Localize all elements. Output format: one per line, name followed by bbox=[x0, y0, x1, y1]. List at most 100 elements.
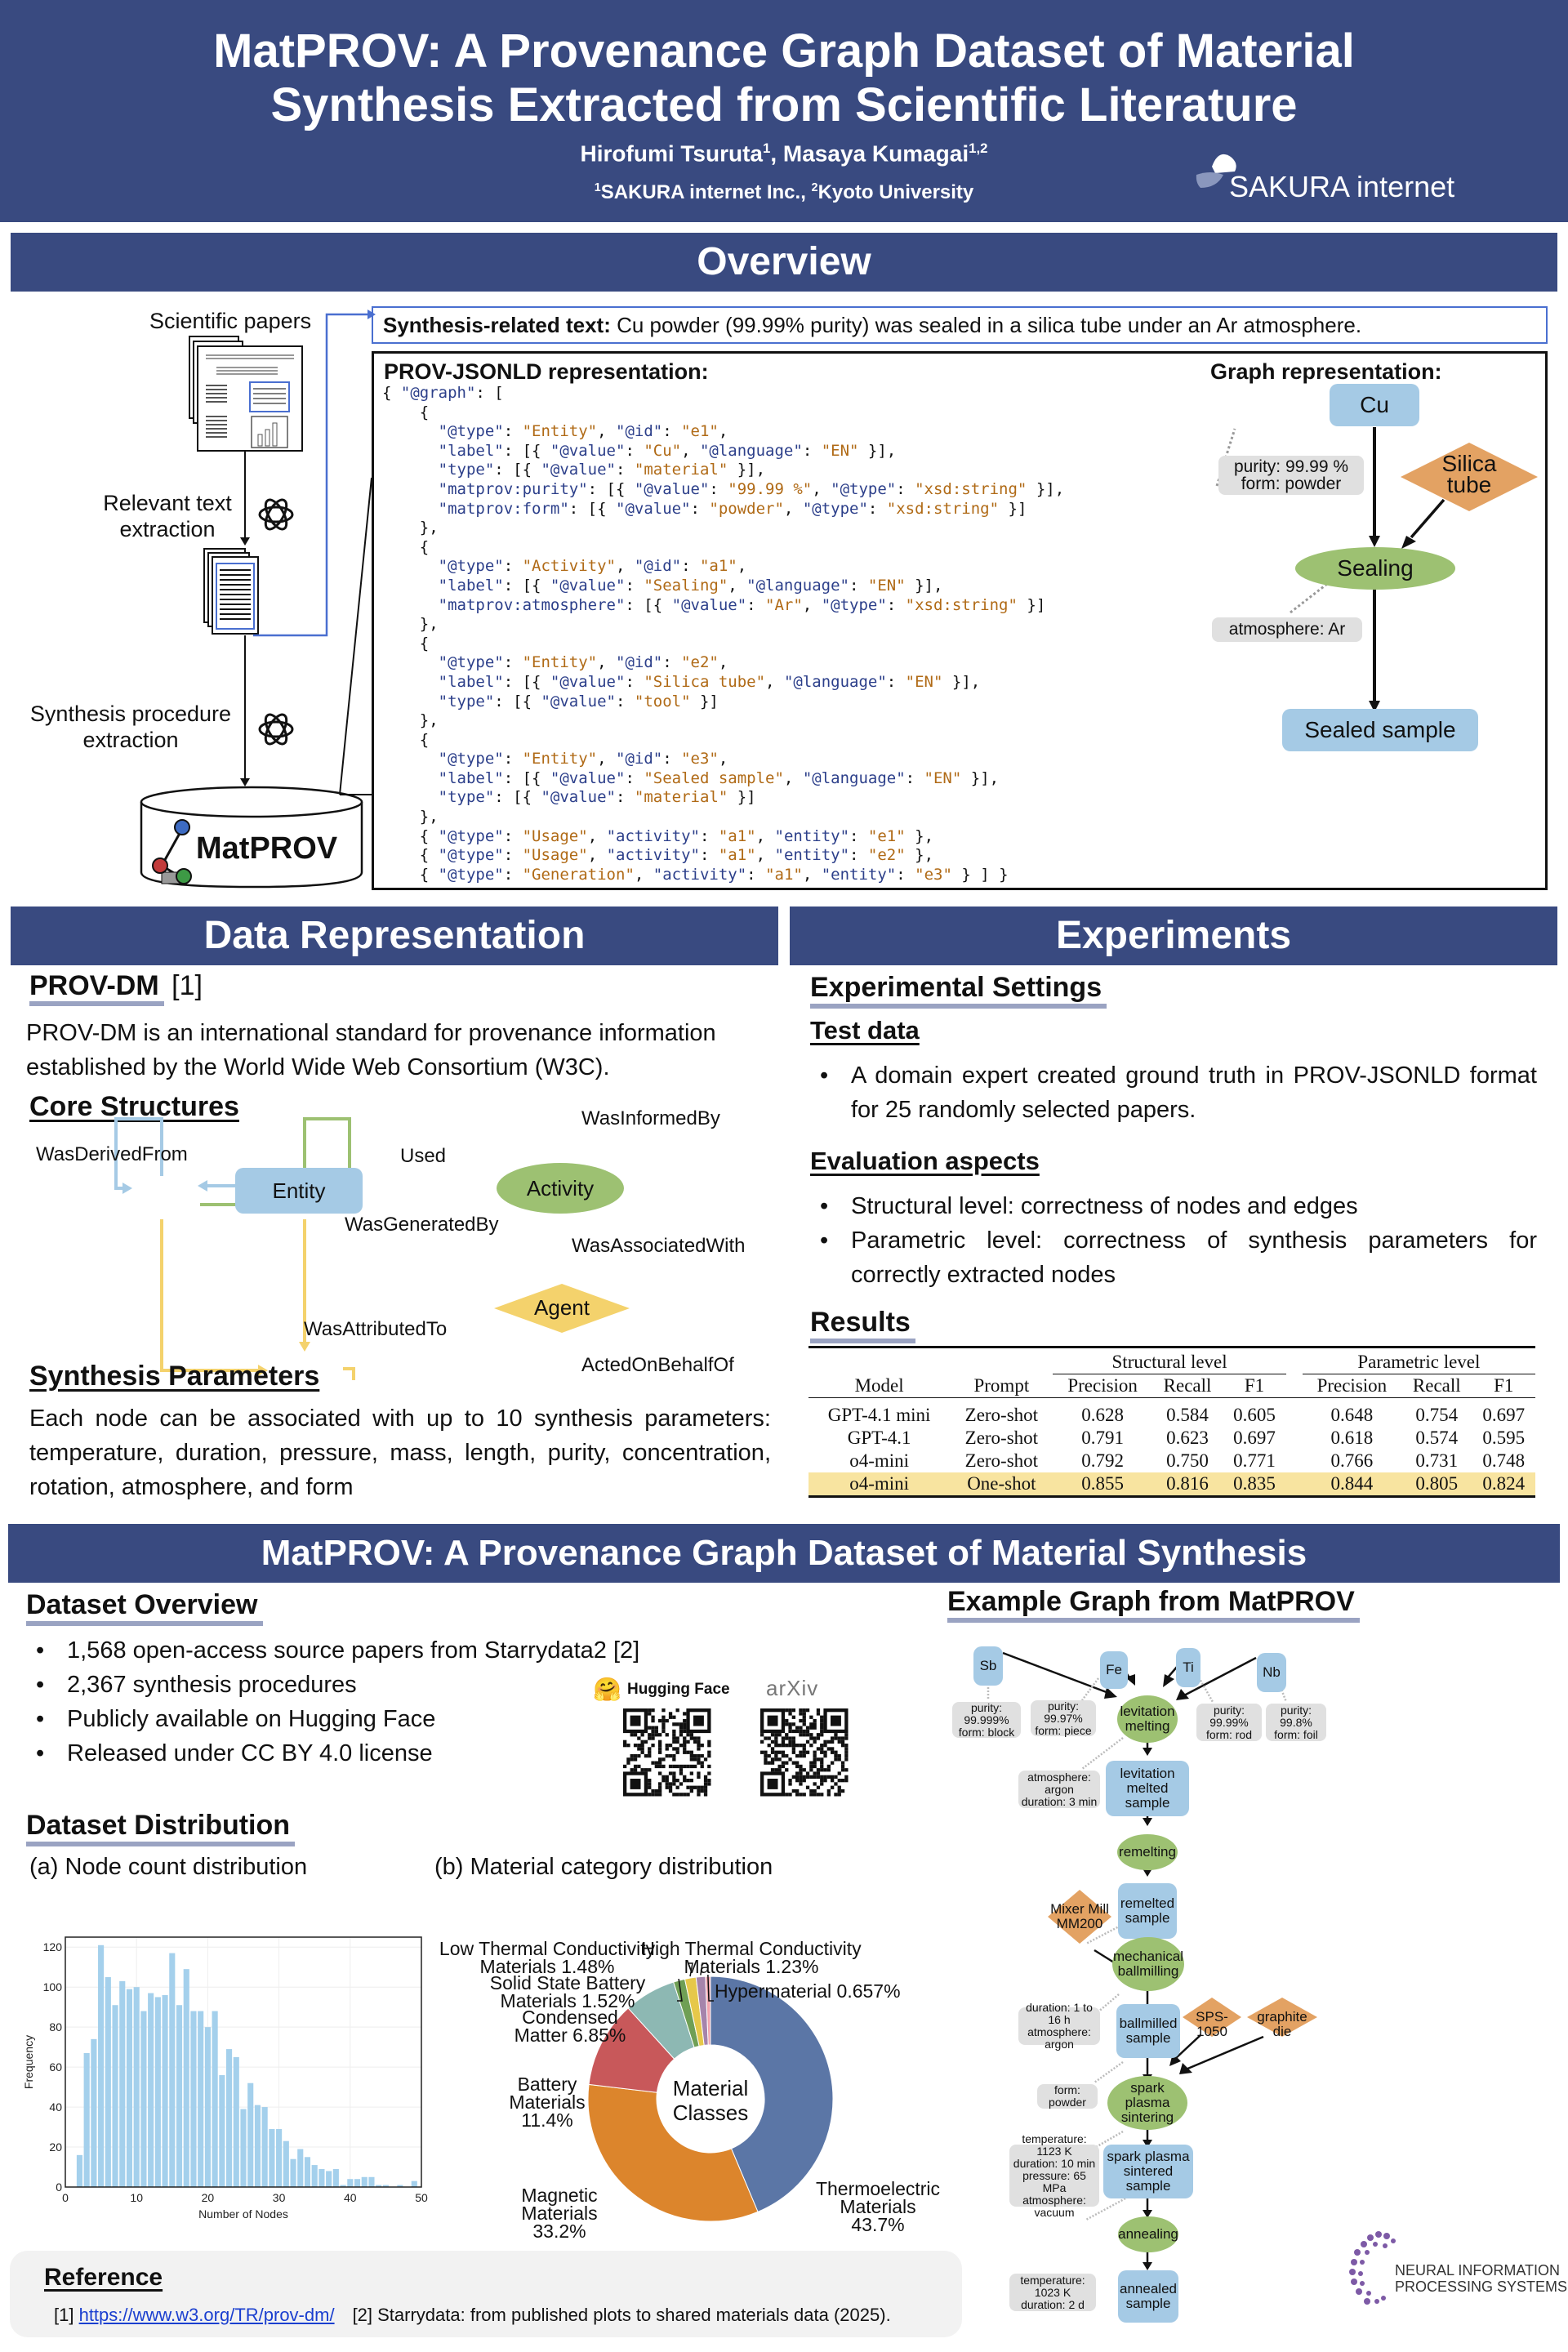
qr-module bbox=[651, 1761, 655, 1765]
node-sb: Sb bbox=[973, 1646, 1003, 1686]
histogram-bar bbox=[204, 2027, 211, 2187]
qr-module bbox=[785, 1722, 789, 1726]
qr-module bbox=[672, 1736, 676, 1740]
qr-module bbox=[683, 1793, 687, 1797]
qr-module bbox=[781, 1740, 786, 1744]
table-cell: 0.771 bbox=[1233, 1450, 1276, 1471]
histogram-bar bbox=[212, 2011, 218, 2187]
histogram-bar bbox=[119, 1980, 126, 2187]
histogram-bar bbox=[126, 1989, 133, 2187]
y-tick-label: 0 bbox=[56, 2180, 62, 2194]
test-data-bullet: A domain expert created ground truth in … bbox=[810, 1058, 1537, 1127]
histogram-bar bbox=[240, 2109, 247, 2187]
qr-module bbox=[658, 1718, 662, 1723]
table-cell: 0.792 bbox=[1081, 1450, 1125, 1471]
qr-module bbox=[640, 1747, 644, 1751]
histogram-bar bbox=[269, 2129, 275, 2187]
qr-module bbox=[683, 1740, 687, 1744]
qr-module bbox=[785, 1768, 789, 1772]
table-cell: One-shot bbox=[950, 1472, 1054, 1497]
node-ti: Ti bbox=[1176, 1648, 1200, 1687]
ref1-link[interactable]: https://www.w3.org/TR/prov-dm/ bbox=[78, 2305, 335, 2325]
qr-module bbox=[662, 1715, 666, 1719]
qr-module bbox=[816, 1768, 821, 1772]
table-cell: 0.748 bbox=[1482, 1450, 1526, 1471]
qr-module bbox=[683, 1775, 687, 1779]
qr-module bbox=[654, 1761, 658, 1765]
author-1: Hirofumi Tsuruta bbox=[580, 140, 763, 167]
qr-module bbox=[802, 1712, 806, 1716]
qr-module bbox=[791, 1775, 795, 1779]
arxiv-qr-code[interactable] bbox=[760, 1708, 849, 1805]
qr-module bbox=[683, 1712, 687, 1716]
qr-module bbox=[675, 1764, 679, 1769]
node-fe: Fe bbox=[1100, 1651, 1128, 1689]
qr-module bbox=[837, 1779, 841, 1783]
qr-module bbox=[668, 1715, 673, 1719]
qr-module bbox=[668, 1785, 673, 1789]
qr-module bbox=[805, 1740, 810, 1744]
qr-module bbox=[703, 1793, 708, 1797]
qr-module bbox=[799, 1779, 803, 1783]
qr-module bbox=[626, 1761, 630, 1765]
qr-module bbox=[658, 1788, 662, 1793]
qr-module bbox=[770, 1740, 775, 1744]
qr-module bbox=[707, 1771, 711, 1775]
histogram-bar bbox=[148, 1993, 154, 2187]
qr-module bbox=[816, 1771, 821, 1775]
qr-module bbox=[831, 1736, 835, 1740]
qr-module bbox=[777, 1744, 782, 1748]
table-cell: o4-mini bbox=[808, 1472, 951, 1497]
qr-module bbox=[767, 1761, 771, 1765]
core-agent-node: Agent bbox=[534, 1295, 590, 1320]
qr-module bbox=[703, 1775, 708, 1779]
provdm-text: PROV-DM is an international standard for… bbox=[26, 1020, 716, 1080]
qr-module bbox=[820, 1768, 824, 1772]
qr-module bbox=[785, 1761, 789, 1765]
qr-module bbox=[816, 1733, 821, 1737]
eval-bullet: Structural level: correctness of nodes a… bbox=[810, 1189, 1537, 1223]
qr-module bbox=[640, 1733, 644, 1737]
qr-module bbox=[665, 1775, 669, 1779]
qr-module bbox=[658, 1761, 662, 1765]
qr-module bbox=[777, 1757, 782, 1762]
qr-module bbox=[672, 1793, 676, 1797]
qr-module bbox=[826, 1764, 831, 1769]
histogram-bar bbox=[332, 2168, 339, 2187]
x-tick-label: 20 bbox=[202, 2191, 215, 2204]
synthesis-parameters-text: Each node can be associated with up to 1… bbox=[29, 1405, 771, 1500]
qr-module bbox=[654, 1729, 658, 1734]
group-structural: Structural level bbox=[1053, 1347, 1286, 1374]
qr-module bbox=[844, 1779, 849, 1783]
qr-module bbox=[654, 1733, 658, 1737]
qr-module bbox=[665, 1744, 669, 1748]
experiments-heading: Experiments bbox=[790, 906, 1557, 965]
histogram-bar bbox=[290, 2158, 296, 2187]
qr-module bbox=[785, 1753, 789, 1758]
qr-module bbox=[662, 1708, 666, 1713]
qr-module bbox=[813, 1782, 817, 1786]
qr-module bbox=[707, 1744, 711, 1748]
leader-line bbox=[677, 1978, 683, 2002]
sakura-logo-text: SAKURA internet bbox=[1229, 170, 1455, 203]
qr-module bbox=[697, 1771, 701, 1775]
qr-module bbox=[651, 1715, 655, 1719]
qr-module bbox=[802, 1750, 806, 1754]
histogram-bar bbox=[254, 2105, 261, 2187]
qr-module bbox=[826, 1793, 831, 1797]
qr-module bbox=[799, 1726, 803, 1730]
hugging-face-qr-code[interactable] bbox=[623, 1708, 713, 1805]
histogram-bar bbox=[283, 2140, 289, 2187]
affiliation-1: SAKURA internet Inc., bbox=[600, 181, 812, 203]
table-cell: 0.628 bbox=[1081, 1405, 1125, 1425]
table-cell: GPT-4.1 mini bbox=[827, 1405, 931, 1425]
qr-module bbox=[799, 1718, 803, 1723]
qr-module bbox=[686, 1740, 690, 1744]
neurips-line-2: PROCESSING SYSTEMS bbox=[1395, 2278, 1568, 2295]
col-header: Recall bbox=[1412, 1375, 1461, 1396]
qr-module bbox=[802, 1708, 806, 1713]
qr-module bbox=[795, 1761, 800, 1765]
